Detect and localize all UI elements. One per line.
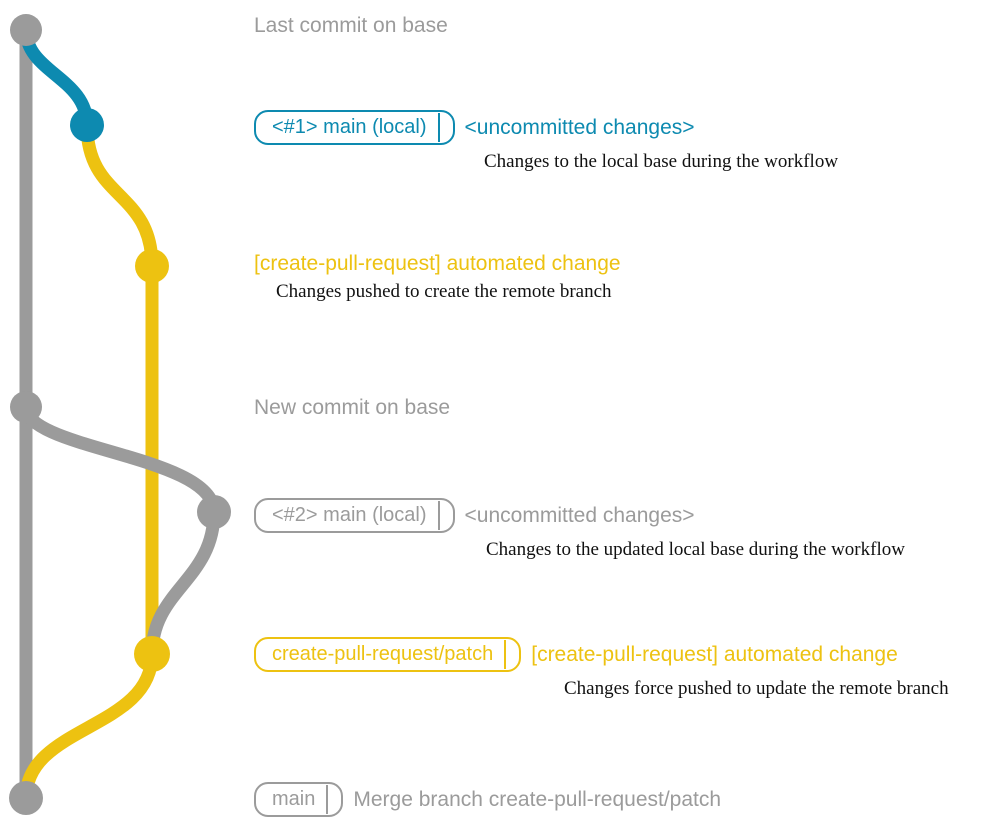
commit-node-merge	[9, 781, 43, 815]
branch-badge-main[interactable]: main	[254, 782, 344, 817]
row-local-2: <#2> main (local) <uncommitted changes> …	[254, 498, 905, 561]
row-automated-change-1: [create-pull-request] automated change C…	[254, 252, 621, 303]
commit-note-local-2: Changes to the updated local base during…	[486, 539, 905, 560]
row-line: <#2> main (local) <uncommitted changes>	[254, 498, 695, 533]
row-line: main Merge branch create-pull-request/pa…	[254, 782, 721, 817]
branch-line-local-2	[19, 400, 221, 519]
branch-line-merge	[19, 647, 159, 805]
branch-badge-local-2[interactable]: <#2> main (local)	[254, 498, 455, 533]
commit-node-local-2	[197, 495, 231, 529]
commit-message-automated-1: [create-pull-request] automated change	[254, 252, 621, 275]
commit-message-automated-2: [create-pull-request] automated change	[531, 642, 898, 666]
branch-badge-local-1[interactable]: <#1> main (local)	[254, 110, 455, 145]
commit-node-remote-1	[135, 249, 169, 283]
commit-node-remote-2	[134, 636, 170, 672]
commit-message-local-2: <uncommitted changes>	[464, 503, 695, 527]
row-last-commit-on-base: Last commit on base	[254, 14, 448, 38]
row-local-1: <#1> main (local) <uncommitted changes> …	[254, 110, 838, 173]
commit-note-automated-2: Changes force pushed to update the remot…	[564, 678, 949, 699]
label-last-commit-on-base: Last commit on base	[254, 14, 448, 37]
row-automated-change-2: create-pull-request/patch [create-pull-r…	[254, 637, 949, 700]
commit-node-local-1	[70, 108, 104, 142]
commit-message-merge: Merge branch create-pull-request/patch	[353, 787, 722, 811]
row-line: <#1> main (local) <uncommitted changes>	[254, 110, 695, 145]
commit-note-local-1: Changes to the local base during the wor…	[484, 151, 839, 172]
row-new-commit-on-base: New commit on base	[254, 396, 450, 420]
commit-note-automated-1: Changes pushed to create the remote bran…	[276, 281, 612, 303]
branch-badge-create-pull-request-patch[interactable]: create-pull-request/patch	[254, 637, 522, 672]
row-merge-commit: main Merge branch create-pull-request/pa…	[254, 782, 721, 817]
branch-line-local-1	[19, 23, 94, 132]
branch-line-local-2-to-remote-2	[145, 505, 221, 661]
row-line: create-pull-request/patch [create-pull-r…	[254, 637, 898, 672]
label-new-commit-on-base: New commit on base	[254, 396, 451, 419]
row-line: New commit on base	[254, 396, 450, 420]
commit-message-local-1: <uncommitted changes>	[464, 115, 695, 139]
branch-line-remote-1	[80, 118, 159, 273]
row-line: Last commit on base	[254, 14, 448, 38]
commit-node-base-head	[10, 14, 42, 46]
commit-node-base-new	[10, 391, 42, 423]
row-line: [create-pull-request] automated change	[254, 252, 621, 275]
